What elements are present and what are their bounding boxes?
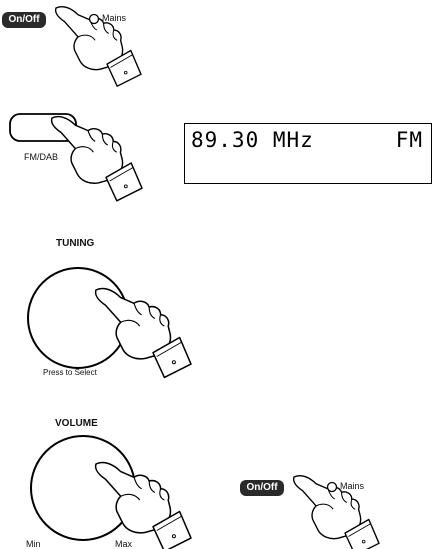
step2-hand-icon [52,117,142,201]
press-to-select-caption: Press to Select [43,368,97,377]
frequency-readout: 89.30 MHz [191,128,314,152]
volume-min-label: Min [26,539,41,549]
mains-indicator-icon [328,483,337,492]
on-off-button[interactable]: On/Off [2,12,46,28]
tuning-knob [28,268,128,368]
mains-indicator-icon [90,15,99,24]
on-off-button[interactable]: On/Off [240,480,284,496]
lcd-display: 89.30 MHz FM [184,123,432,184]
fm-dab-label: FM/DAB [24,152,58,162]
band-readout: FM [396,128,423,152]
volume-title: VOLUME [55,418,98,429]
tuning-title: TUNING [56,238,94,249]
volume-max-label: Max [115,539,132,549]
mains-label: Mains [102,13,126,23]
mains-label: Mains [340,481,364,491]
